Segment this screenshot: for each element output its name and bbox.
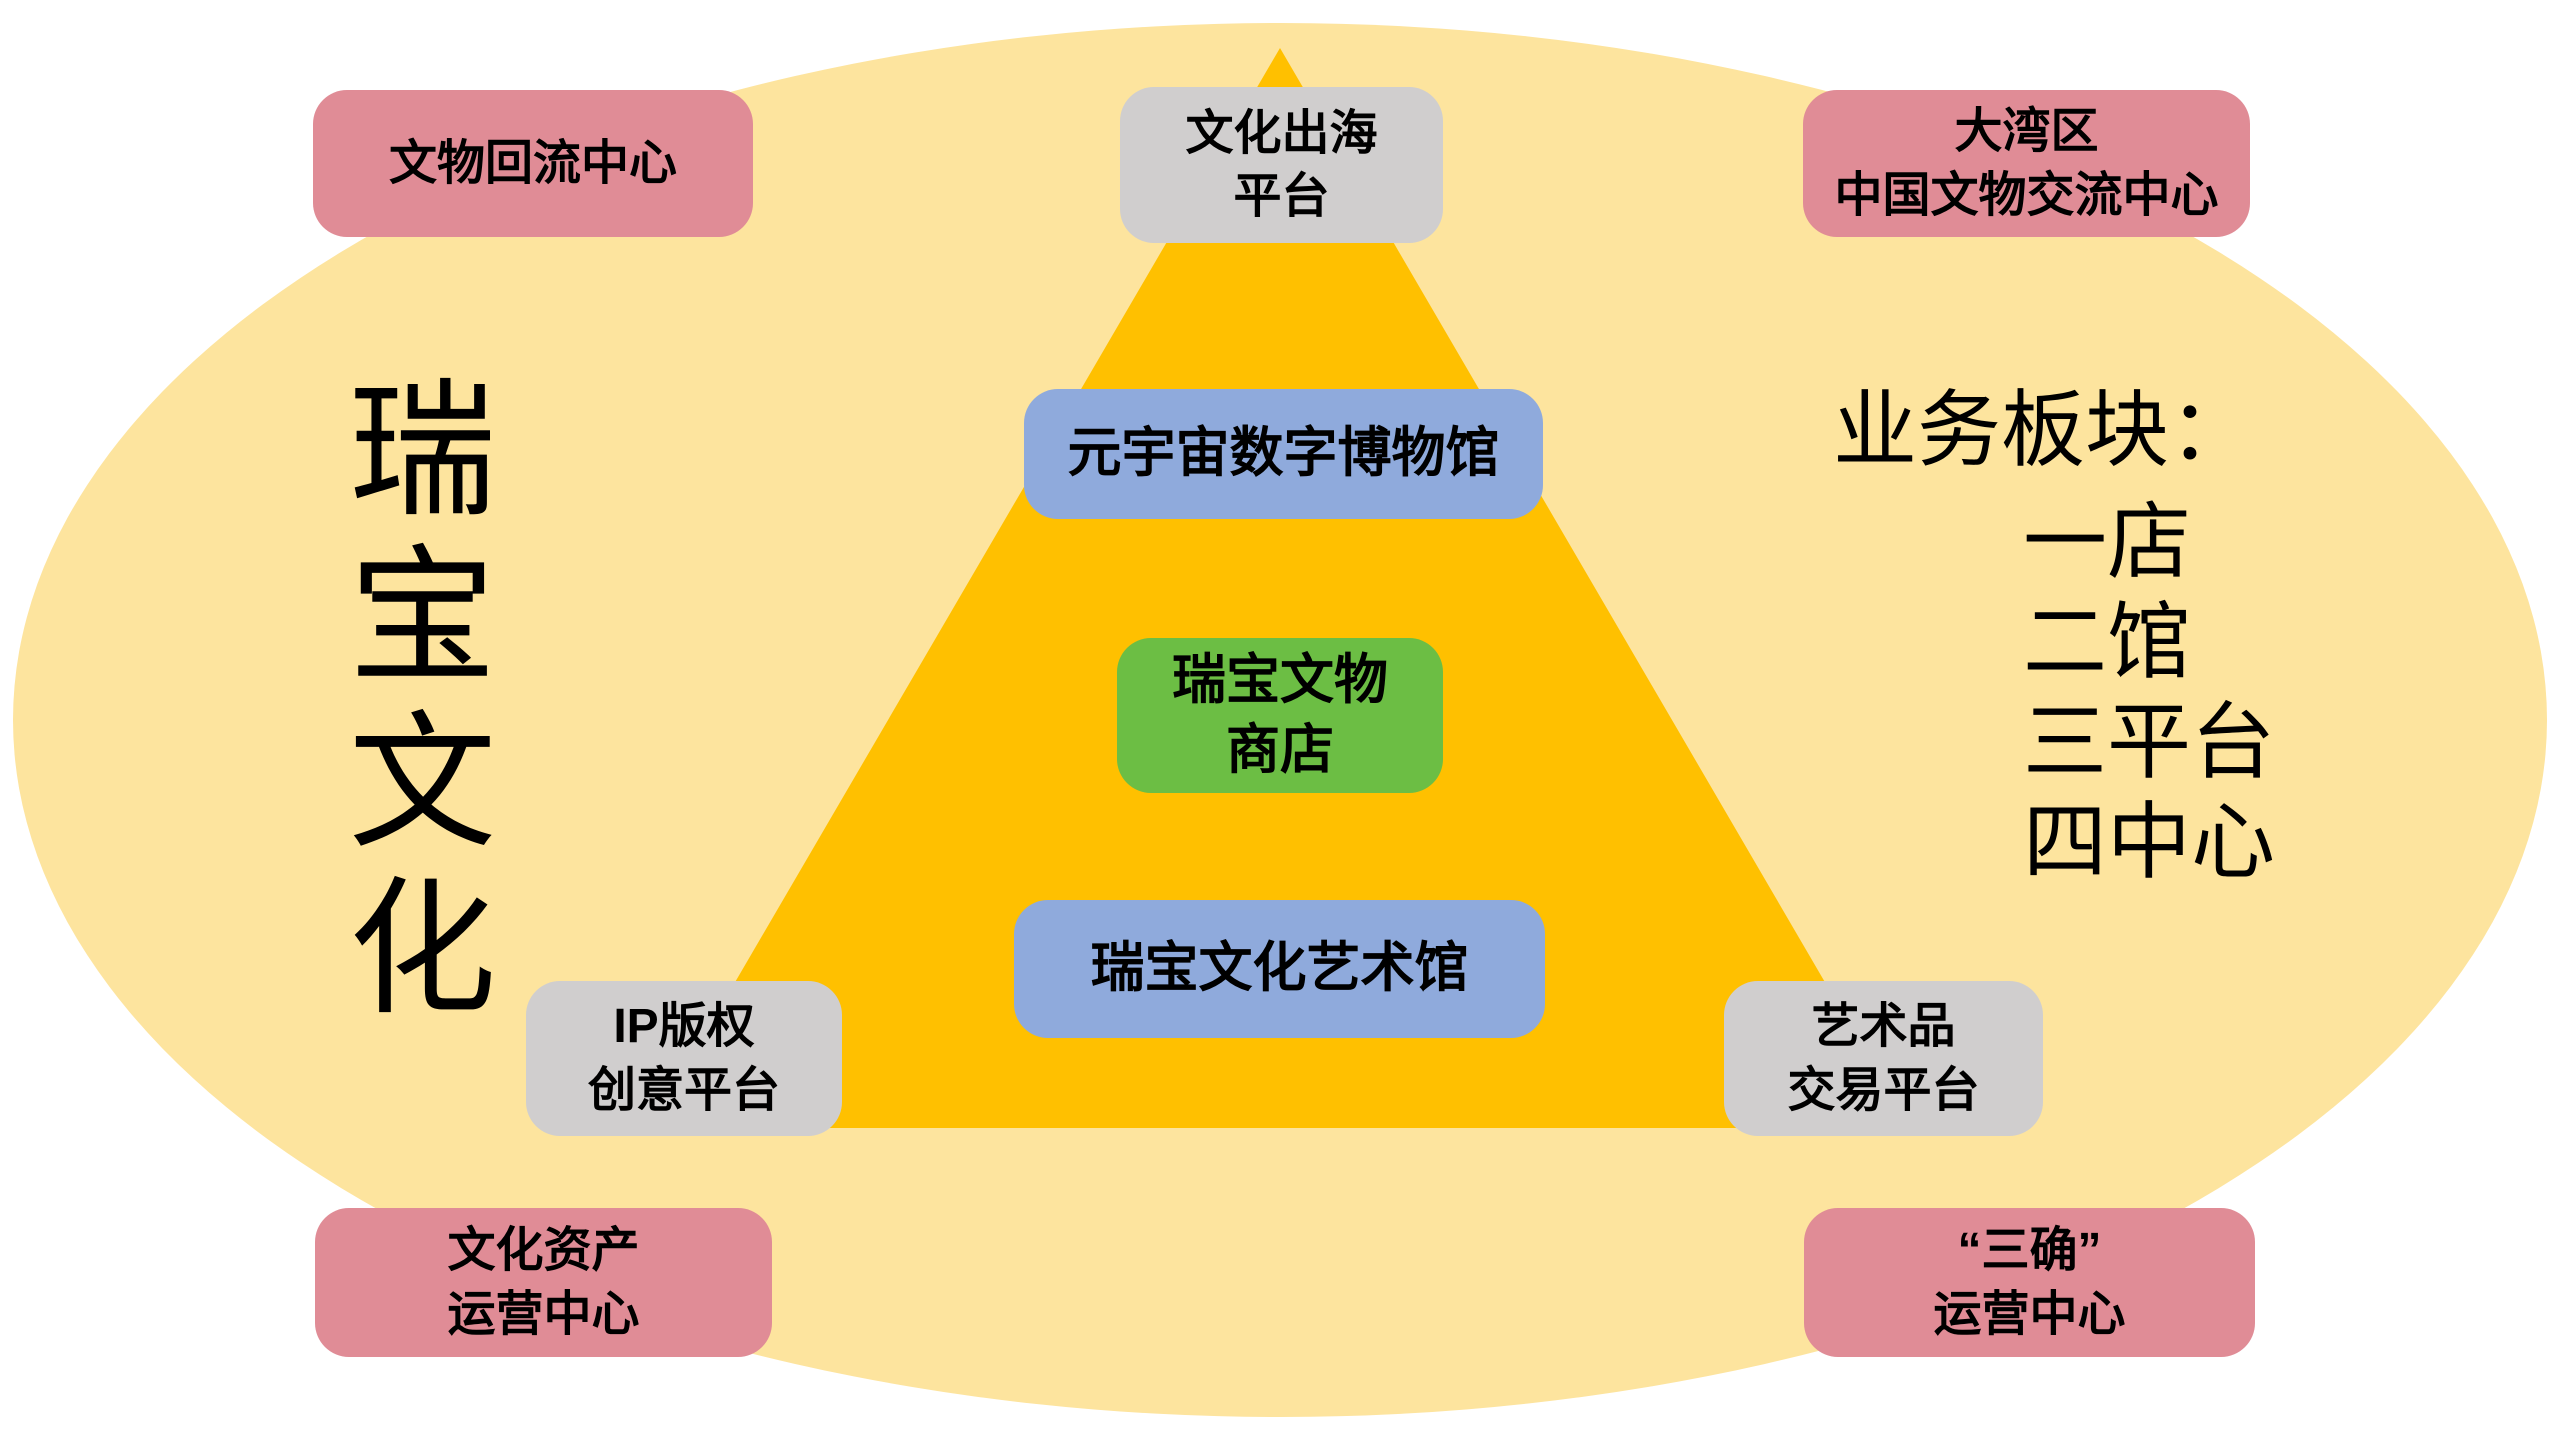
node-ruibao-relics-store: 瑞宝文物 商店 <box>1117 638 1443 793</box>
node-label-line: “三确” <box>1957 1224 2102 1278</box>
node-label-line: 文物回流中心 <box>388 136 677 190</box>
business-summary-item: 四中心 <box>2023 797 2276 890</box>
node-ruibao-culture-art-gallery: 瑞宝文化艺术馆 <box>1014 900 1545 1038</box>
node-sanque-operation-center: “三确” 运营中心 <box>1804 1208 2255 1357</box>
node-label-line: 元宇宙数字博物馆 <box>1067 423 1500 484</box>
node-label-line: 商店 <box>1226 719 1334 780</box>
node-relic-return-center: 文物回流中心 <box>313 90 753 237</box>
node-label-line: 运营中心 <box>1933 1287 2126 1341</box>
node-label-line: IP版权 <box>613 1000 755 1054</box>
business-summary-title: 业务板块： <box>1833 385 2254 478</box>
node-gba-relics-exchange-center: 大湾区 中国文物交流中心 <box>1803 90 2250 237</box>
node-label-line: 文化出海 <box>1185 106 1378 160</box>
node-ip-copyright-creative-platform: IP版权 创意平台 <box>526 981 842 1136</box>
node-label-line: 瑞宝文物 <box>1172 650 1388 711</box>
node-label-line: 中国文物交流中心 <box>1834 168 2219 222</box>
node-culture-export-platform: 文化出海 平台 <box>1120 87 1443 243</box>
brand-vertical-title: 瑞宝文化 <box>325 372 489 1036</box>
node-label-line: 运营中心 <box>447 1287 640 1341</box>
node-label-line: 交易平台 <box>1787 1063 1980 1117</box>
node-label-line: 平台 <box>1233 170 1330 223</box>
node-label-line: 创意平台 <box>587 1063 780 1117</box>
node-culture-asset-operation-center: 文化资产 运营中心 <box>315 1208 772 1357</box>
node-label-line: 文化资产 <box>447 1224 640 1278</box>
node-label-line: 大湾区 <box>1954 105 2099 159</box>
node-label-line: 艺术品 <box>1811 1000 1956 1054</box>
business-summary-item: 一店 <box>2023 497 2192 590</box>
node-artwork-trading-platform: 艺术品 交易平台 <box>1724 981 2043 1136</box>
business-summary: 业务板块： 一店 二馆 三平台 四中心 <box>1833 382 2275 894</box>
business-summary-item: 三平台 <box>2023 697 2276 790</box>
node-metaverse-digital-museum: 元宇宙数字博物馆 <box>1024 389 1543 519</box>
node-label-line: 瑞宝文化艺术馆 <box>1090 938 1469 999</box>
business-summary-item: 二馆 <box>2023 597 2192 690</box>
